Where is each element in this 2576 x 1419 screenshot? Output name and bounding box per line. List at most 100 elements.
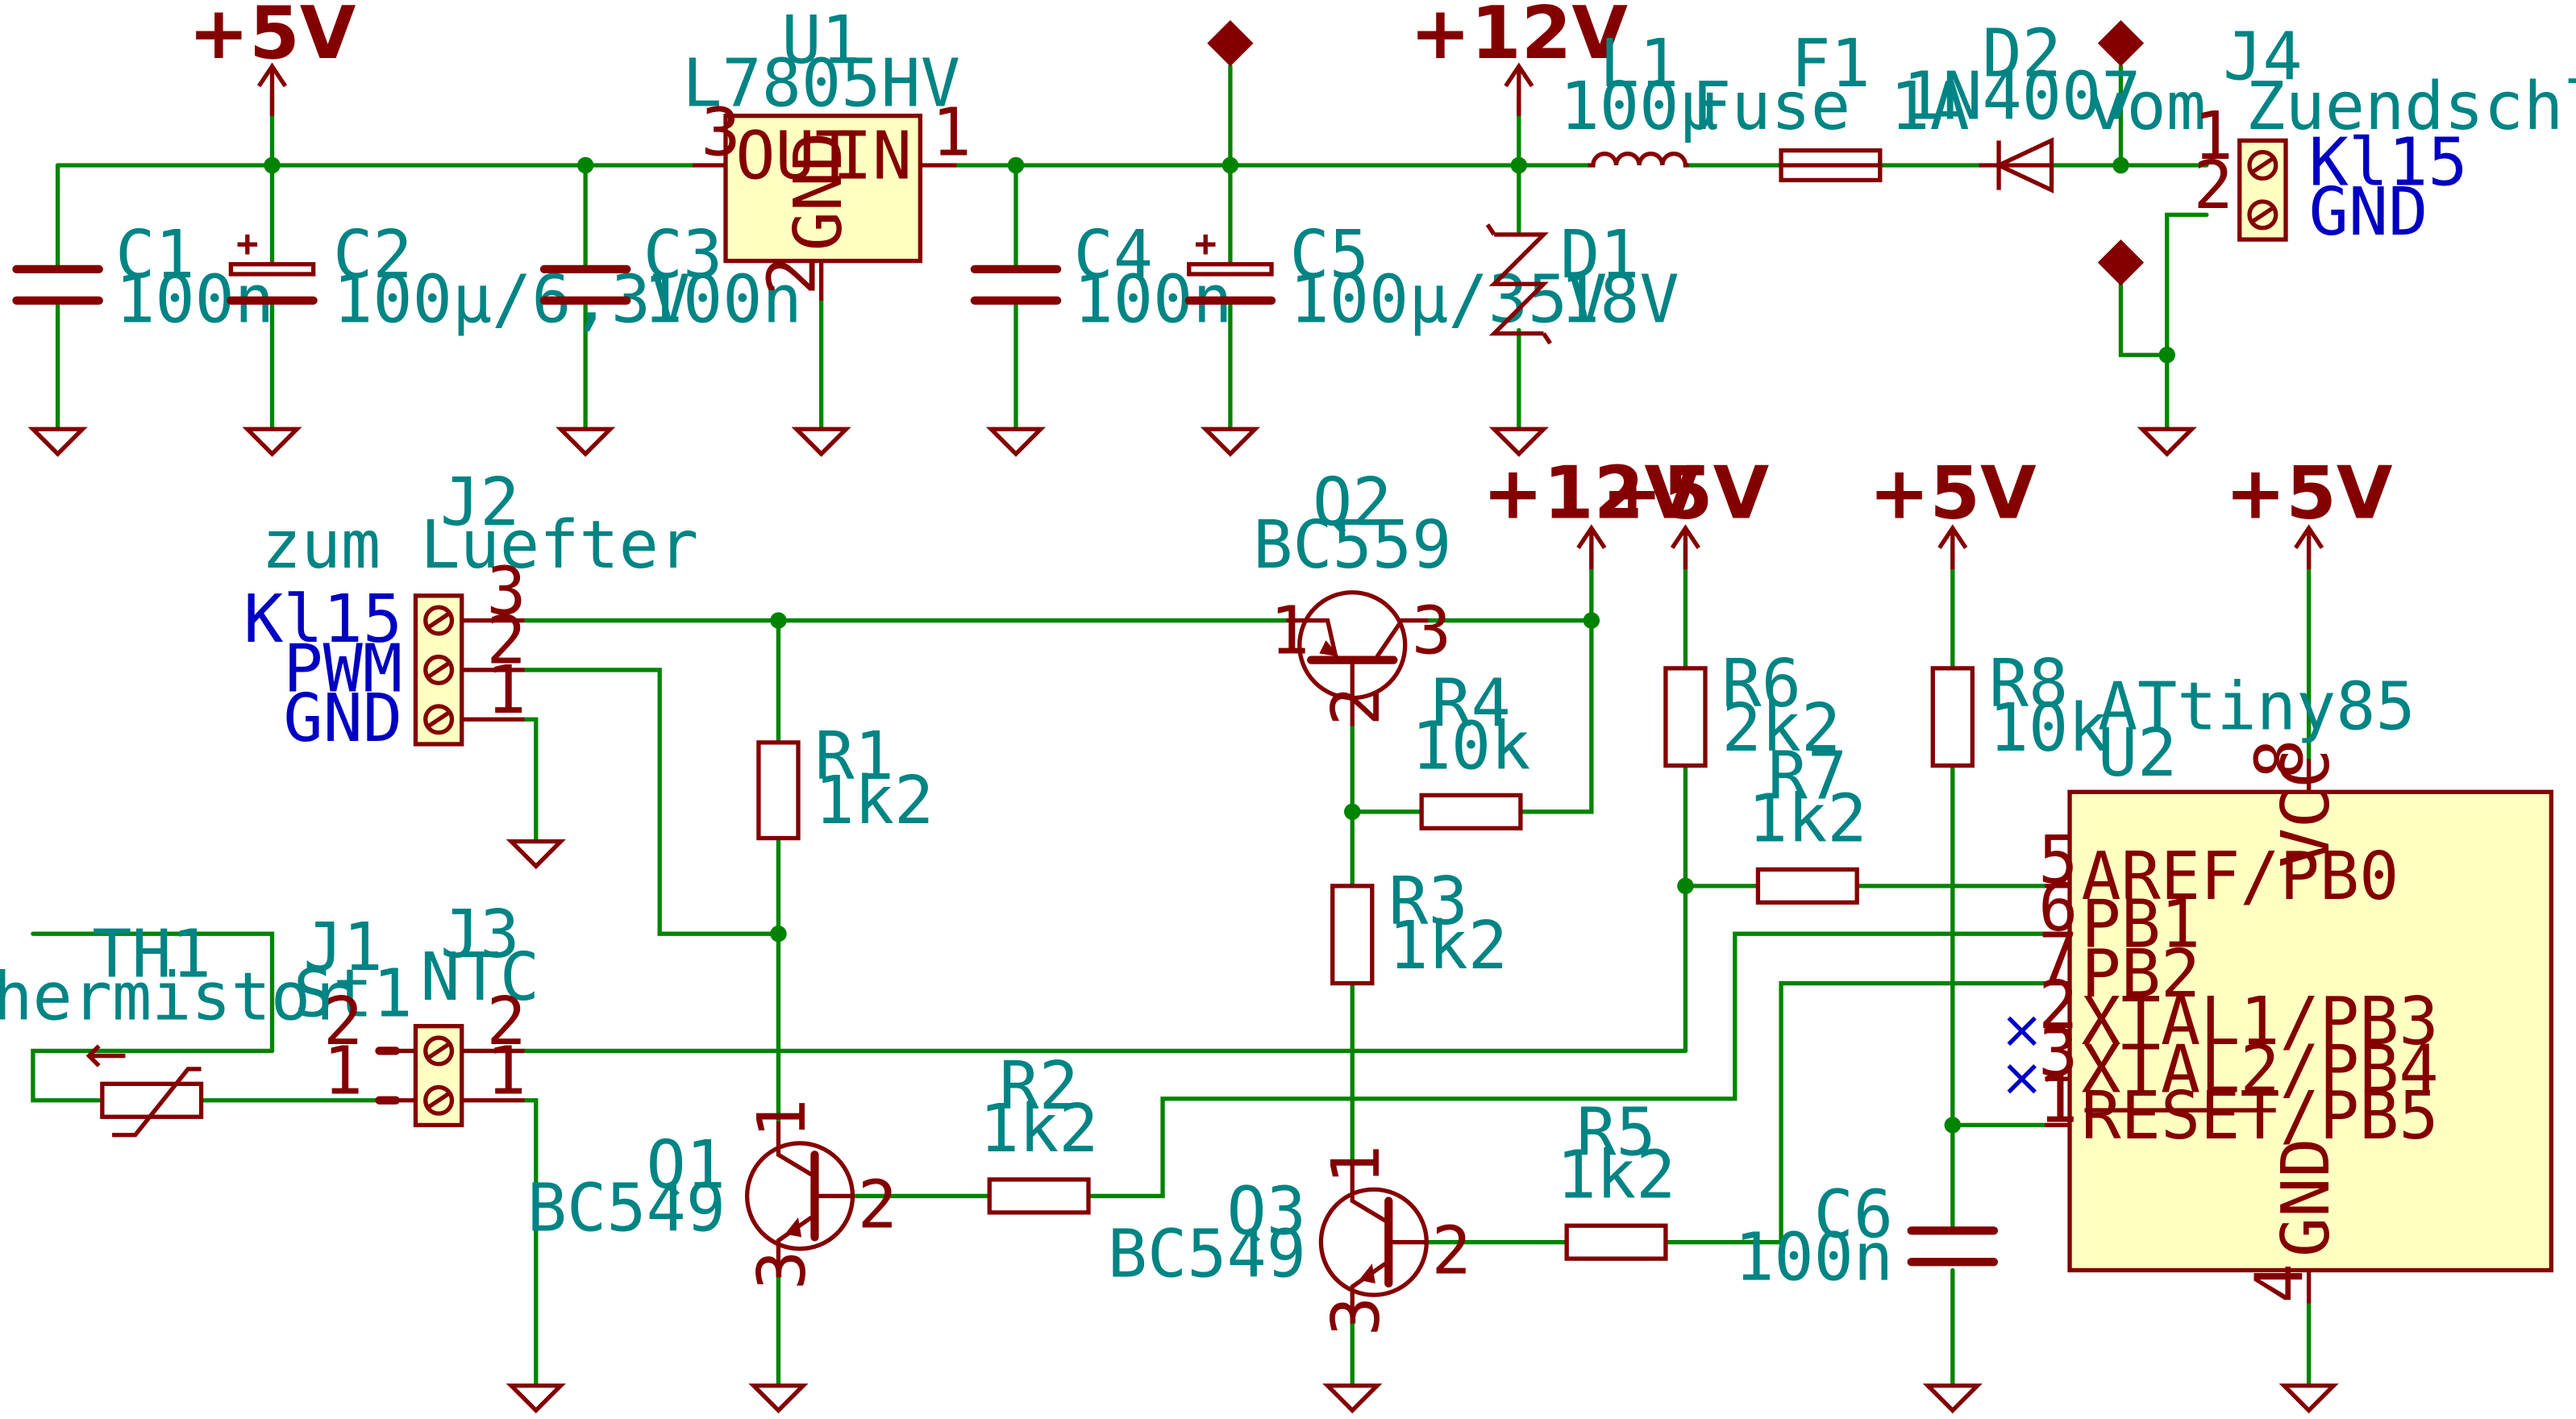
ground-icon (748, 1383, 809, 1414)
pin-number: 5 (2038, 822, 2078, 899)
power-label: +12V (1483, 452, 1701, 536)
thermistor-th1: TH1 Thermistor (0, 916, 350, 1138)
capacitor-c3: C3 100n (539, 217, 802, 338)
ref-label: C3 (643, 217, 722, 293)
value-label: Fuse 1A (1692, 69, 1970, 145)
ref-label: Q2 (1313, 464, 1392, 541)
capacitor-c5: C5 100µ/35V (1184, 217, 1608, 338)
ground-icon (1200, 427, 1261, 457)
pin-number: 2 (858, 1167, 897, 1243)
pin-number: 4 (2241, 1263, 2318, 1303)
inductor-l1: L1 100µ (1560, 26, 1719, 168)
transistor-q2: Q2 BC559 1 3 2 (1253, 464, 1451, 726)
value-label: L7805HV (682, 45, 960, 122)
pin-number: 1 (2193, 98, 2233, 175)
pin-name: GND (780, 132, 857, 252)
value-label: 1k2 (1388, 908, 1508, 984)
pin-number: 3 (701, 95, 740, 172)
ground-icon (791, 427, 851, 457)
pin-number: 8 (2241, 739, 2318, 779)
ref-label: R2 (999, 1048, 1079, 1125)
resistor-r4: R4 10k (1412, 665, 1531, 830)
pin-name: AREF/PB0 (2081, 838, 2399, 915)
value-label: NTC (420, 939, 539, 1016)
pin-number: 1 (486, 652, 526, 729)
ref-label: J3 (440, 897, 520, 973)
resistor-r8: R8 10k (1930, 646, 2108, 768)
capacitor-c2: C2 100µ/6,3V (227, 217, 690, 338)
ground-icon (506, 838, 566, 870)
ref-label: R4 (1431, 665, 1511, 742)
value-label: 100µ/6,3V (333, 261, 690, 338)
value-label: 1k2 (814, 763, 934, 839)
pin-number: 1 (323, 1034, 363, 1110)
connector-j1: J1 St1 2 1 (293, 909, 413, 1109)
resistor-r3: R3 1k2 (1330, 863, 1508, 986)
power-5v-top: +5V (189, 0, 356, 116)
value-label: zum Luefter (261, 507, 698, 584)
pin-number: 2 (2193, 148, 2233, 224)
pin-number: 3 (744, 1250, 821, 1290)
ref-label: R6 (1721, 646, 1801, 722)
junctions (264, 156, 2175, 1134)
value-label: St1 (293, 955, 413, 1032)
pin-number: 2 (1318, 686, 1395, 726)
resistor-r6: R6 2k2 (1663, 646, 1841, 768)
ref-label: R7 (1768, 738, 1848, 814)
regulator-u1: U1 L7805HV OUT IN GND 3 1 2 (682, 2, 972, 301)
connector-j2: J2 zum Luefter 3 2 1 Kl15 PWM GND (243, 464, 698, 757)
power-label: +5V (1869, 452, 2037, 536)
transistor-q3: Q3 BC549 1 2 3 (1108, 1145, 1471, 1336)
pin-number: 2 (754, 256, 830, 295)
power-label: +12V (1410, 0, 1629, 76)
ref-label: R5 (1576, 1094, 1656, 1171)
value-label: vom Zuendschloss (2087, 69, 2576, 145)
power-label: +5V (1602, 452, 1770, 536)
pin-name: GND (2268, 1138, 2345, 1257)
pin-number: 2 (2038, 968, 2078, 1044)
power-12v-q2: +12V (1483, 452, 1701, 570)
ref-label: C1 (115, 217, 195, 293)
pin-number: 2 (486, 984, 526, 1060)
power-5v-r6: +5V (1602, 452, 1770, 570)
pin-name: PB1 (2081, 887, 2200, 963)
pin-name: XTAL2/PB4 (2081, 1032, 2438, 1109)
diode-d1: D1 18V (1485, 217, 1679, 345)
ref-label: C6 (1814, 1177, 1894, 1254)
pin-name: OUT (735, 118, 855, 194)
value-label: 10k (1412, 709, 1531, 785)
value-label: 10k (1989, 690, 2108, 767)
ground-icon (27, 427, 88, 457)
no-connect-icon (2007, 1016, 2037, 1047)
power-5v-r8: +5V (1869, 452, 2037, 570)
ref-label: R8 (1989, 646, 2069, 722)
capacitor-c6: C6 100n (1734, 1177, 1999, 1296)
ref-label: ATtiny85 (2098, 669, 2416, 746)
ground-icon (242, 427, 302, 457)
ground-icon (1922, 1383, 1983, 1414)
ref-label: J1 (303, 909, 382, 986)
value-label: BC549 (1108, 1217, 1306, 1293)
ref-label: J4 (2223, 19, 2302, 96)
value-label: BC549 (527, 1170, 726, 1246)
ground-icon (1322, 1383, 1383, 1414)
pin-number: 1 (486, 1034, 526, 1110)
connector-j3: J3 NTC 2 1 (395, 897, 539, 1128)
value-label: 1N4007 (1903, 59, 2141, 135)
ref-label: C5 (1290, 217, 1370, 293)
resistor-r7: R7 1k2 (1748, 738, 1867, 905)
resistor-r5: R5 1k2 (1557, 1094, 1675, 1261)
pin-name: XTAL1/PB3 (2081, 984, 2438, 1060)
net-label: Kl15 (2309, 125, 2468, 202)
resistor-r2: R2 1k2 (980, 1048, 1099, 1215)
pin-name: IN (833, 118, 913, 194)
value-label: 2k2 (1721, 690, 1841, 767)
pin-number: 1 (1318, 1145, 1395, 1184)
pin-number: 1 (1270, 593, 1309, 669)
value-label: 1k2 (1748, 781, 1867, 858)
ref-label: L1 (1600, 26, 1679, 102)
pin-number: 2 (323, 984, 363, 1060)
pin-number: 3 (1318, 1296, 1395, 1336)
ground-icon (1488, 427, 1549, 457)
